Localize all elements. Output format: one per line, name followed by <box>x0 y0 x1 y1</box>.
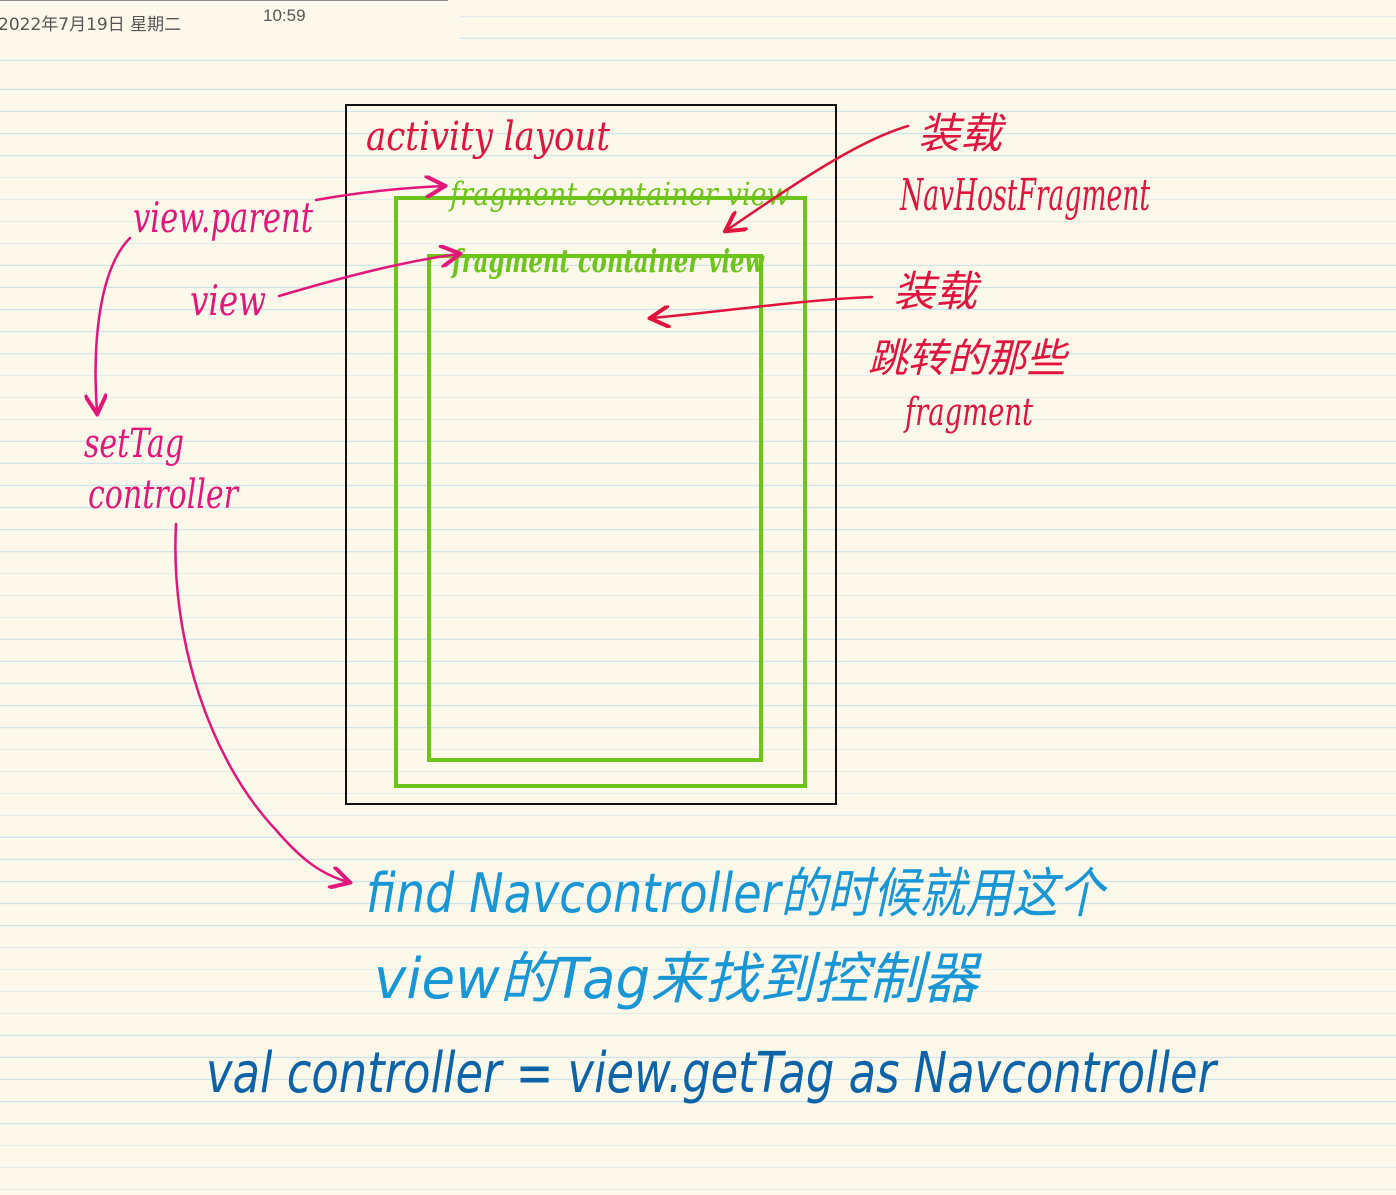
label-view: view <box>190 276 266 325</box>
note-outer-line2: NavHostFragment <box>899 170 1150 221</box>
arrow-view-parent <box>314 186 443 202</box>
label-settag-line1: setTag <box>84 421 184 467</box>
note-date: 2022年7月19日 星期二 <box>0 15 182 35</box>
note-inner-line2: 跳转的那些 <box>868 336 1070 382</box>
outer-container-label: fragment container view <box>448 175 790 213</box>
label-settag-line2: controller <box>88 472 240 518</box>
inner-container-label: fragment container view <box>451 242 765 280</box>
arrow-to-outer-container <box>727 124 910 230</box>
arrow-to-inner-container <box>652 295 874 318</box>
code-line: val controller = view.getTag as Navcontr… <box>206 1041 1218 1106</box>
inner-fragment-container-box <box>427 254 763 762</box>
explanation-line2: view的Tag来找到控制器 <box>374 947 983 1012</box>
arrow-parent-to-settag <box>96 236 132 412</box>
arrow-view <box>277 254 458 298</box>
note-inner-line1: 装载 <box>893 267 982 316</box>
page-header: 2022年7月19日 星期二 10:59 <box>0 0 460 40</box>
arrow-controller-to-find <box>174 522 348 882</box>
activity-layout-label: activity layout <box>366 114 611 160</box>
note-inner-line3: fragment <box>903 390 1034 434</box>
outer-fragment-container-box <box>394 196 807 788</box>
activity-layout-box <box>345 104 837 805</box>
note-outer-line1: 装载 <box>918 109 1007 158</box>
explanation-line1: find Navcontroller的时候就用这个 <box>366 862 1108 925</box>
label-view-parent: view.parent <box>133 193 313 242</box>
header-divider <box>0 0 448 1</box>
note-time: 10:59 <box>263 6 306 25</box>
